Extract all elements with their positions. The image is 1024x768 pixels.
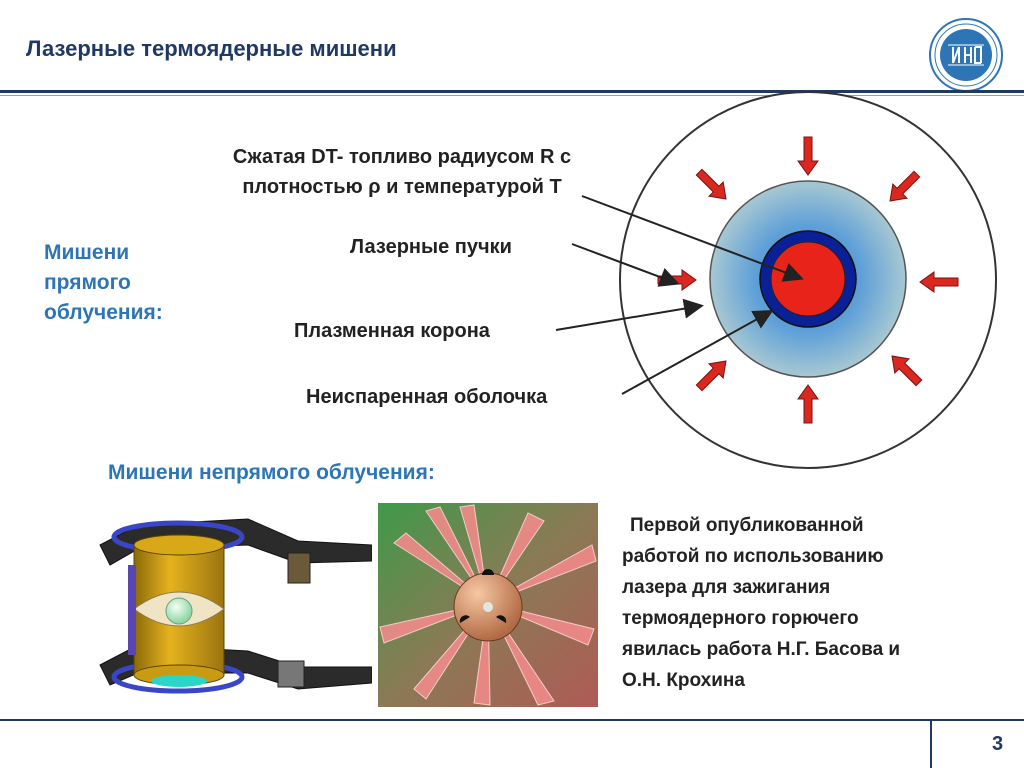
fuel-label-line: Сжатая DT- топливо радиусом R с — [232, 146, 572, 168]
footer-rule — [0, 719, 1024, 721]
note-line: работой по использованию — [622, 546, 884, 567]
fuel-pointer — [581, 195, 804, 282]
direct-heading-line: облучения: — [44, 301, 163, 324]
footer-divider — [930, 719, 932, 768]
beams-pointer — [571, 243, 680, 287]
hohlraum-illustration — [98, 505, 372, 703]
note-line: лазера для зажигания — [622, 577, 831, 598]
direct-heading-line: прямого — [44, 271, 131, 294]
laser-arrow — [695, 360, 727, 392]
note-line: О.Н. Крохина — [622, 670, 745, 691]
note-line: Первой опубликованной — [630, 515, 864, 536]
page-number: 3 — [992, 733, 1004, 755]
direct-drive-heading: Мишени прямого облучения: — [44, 238, 163, 328]
laser-arrows — [657, 136, 959, 424]
indirect-drive-heading: Мишени непрямого облучения: — [108, 461, 435, 484]
laser-arrow — [891, 355, 923, 387]
corona-label: Плазменная корона — [294, 320, 490, 342]
direct-heading-line: Мишени — [44, 241, 130, 264]
slide-title: Лазерные термоядерные мишени — [26, 36, 397, 61]
institute-logo — [929, 18, 1003, 92]
fuel-label-line: плотностью ρ и температурой T — [242, 176, 562, 198]
laser-arrow — [695, 168, 727, 200]
laser-arrow — [919, 271, 959, 293]
beams-label: Лазерные пучки — [350, 236, 512, 258]
historical-note: Первой опубликованной работой по использ… — [622, 510, 962, 696]
corona-pointer — [555, 298, 704, 331]
spherical-target-illustration — [378, 503, 598, 707]
shell-pointer — [621, 310, 774, 395]
shell-label: Неиспаренная оболочка — [306, 386, 548, 408]
laser-arrow — [797, 136, 819, 176]
dt-fuel — [770, 241, 846, 317]
note-line: явилась работа Н.Г. Басова и — [622, 639, 901, 660]
fuel-label: Сжатая DT- топливо радиусом R с плотност… — [182, 142, 622, 202]
laser-arrow — [797, 384, 819, 424]
header-rule-thin — [0, 95, 1024, 96]
note-line: термоядерного горючего — [622, 608, 859, 629]
header-rule — [0, 90, 1024, 93]
laser-arrow — [889, 170, 921, 202]
